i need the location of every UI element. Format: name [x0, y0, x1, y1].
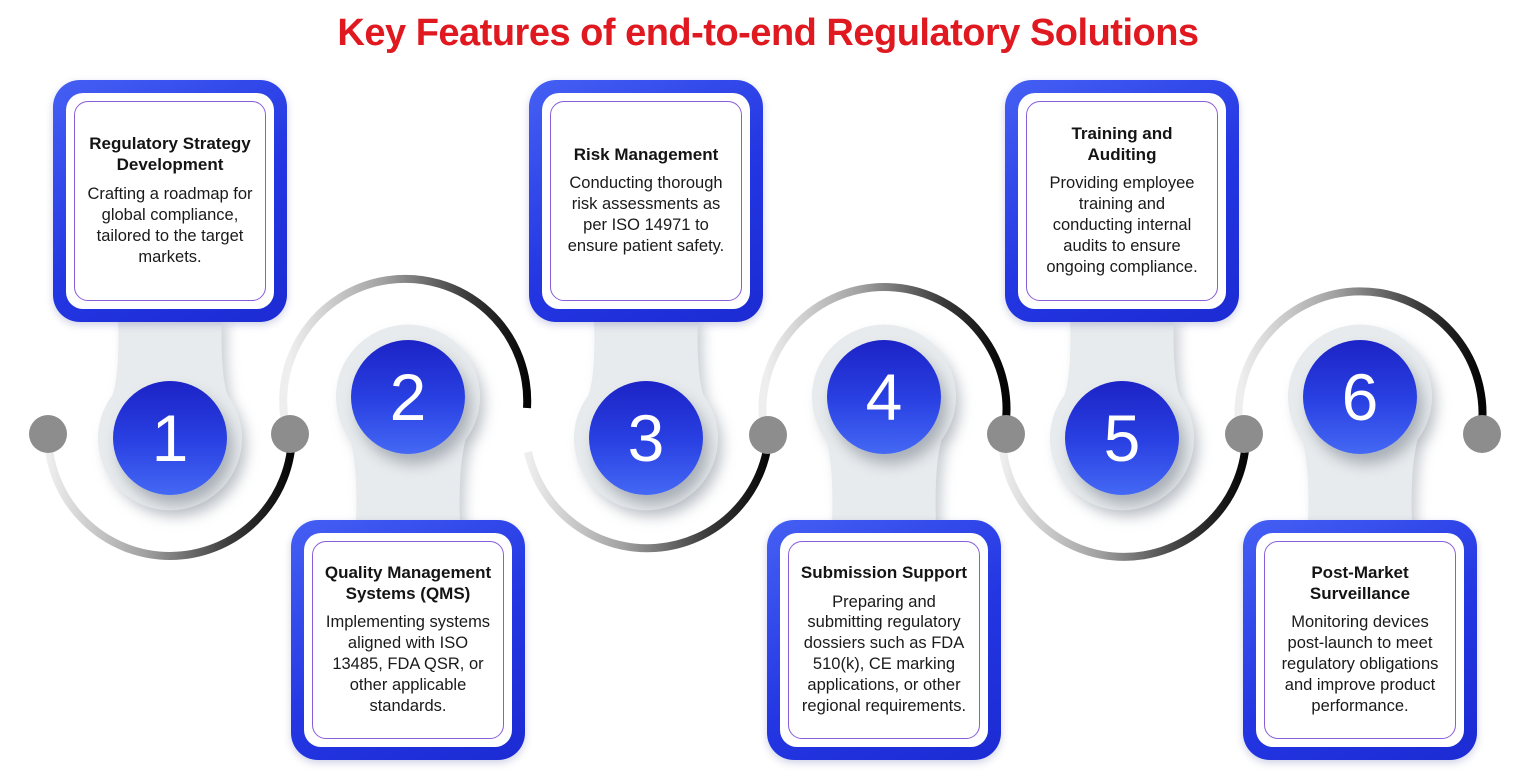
chain-arc-6 [1234, 287, 1487, 439]
chain-arc-4 [758, 283, 1011, 439]
step-card-description: Preparing and submitting regulatory doss… [801, 592, 967, 716]
step-circle-1: 1 [113, 381, 227, 495]
page-title: Key Features of end-to-end Regulatory So… [337, 12, 1199, 54]
step-circle-6: 6 [1303, 340, 1417, 454]
step-number: 3 [627, 401, 665, 475]
step-number: 1 [151, 401, 189, 475]
step-card-description: Monitoring devices post-launch to meet r… [1281, 613, 1439, 716]
step-card-title: Post-Market Surveillance [1309, 562, 1411, 603]
chain-arc-2 [279, 274, 532, 443]
step-card-title: Training and Auditing [1071, 123, 1173, 164]
card-border: Quality Management Systems (QMS) Impleme… [312, 541, 504, 739]
chain-dot-1 [29, 415, 67, 453]
card-inner: Training and Auditing Providing employee… [1018, 93, 1226, 309]
step-card-6: Post-Market Surveillance Monitoring devi… [1243, 520, 1477, 760]
step-card-1: Regulatory Strategy Development Crafting… [53, 80, 287, 322]
chain-dot-3 [749, 416, 787, 454]
card-inner: Risk Management Conducting thorough risk… [542, 93, 750, 309]
chain-dot-4 [987, 415, 1025, 453]
chain-arc-5 [998, 434, 1250, 561]
card-border: Training and Auditing Providing employee… [1026, 101, 1218, 301]
step-card-title: Regulatory Strategy Development [89, 134, 251, 175]
chain-arc-1 [44, 433, 296, 560]
step-card-description: Implementing systems aligned with ISO 13… [325, 613, 491, 716]
step-card-description: Crafting a roadmap for global compliance… [87, 184, 253, 266]
step-number: 6 [1341, 360, 1379, 434]
step-circle-5: 5 [1065, 381, 1179, 495]
chain-dot-5 [1225, 415, 1263, 453]
step-number: 4 [865, 360, 903, 434]
chain-dot-2 [271, 415, 309, 453]
chain-dot-6 [1463, 415, 1501, 453]
step-circle-2: 2 [351, 340, 465, 454]
card-border: Regulatory Strategy Development Crafting… [74, 101, 266, 301]
step-card-title: Submission Support [800, 562, 968, 582]
step-card-4: Submission Support Preparing and submitt… [767, 520, 1001, 760]
step-circle-3: 3 [589, 381, 703, 495]
step-card-description: Providing employee training and conducti… [1046, 174, 1198, 277]
step-circle-4: 4 [827, 340, 941, 454]
step-number: 2 [389, 360, 427, 434]
card-inner: Regulatory Strategy Development Crafting… [66, 93, 274, 309]
step-card-description: Conducting thorough risk assessments as … [567, 174, 725, 256]
step-card-title: Quality Management Systems (QMS) [324, 562, 492, 603]
card-border: Risk Management Conducting thorough risk… [550, 101, 742, 301]
card-inner: Post-Market Surveillance Monitoring devi… [1256, 533, 1464, 747]
card-inner: Quality Management Systems (QMS) Impleme… [304, 533, 512, 747]
card-inner: Submission Support Preparing and submitt… [780, 533, 988, 747]
card-border: Post-Market Surveillance Monitoring devi… [1264, 541, 1456, 739]
step-card-2: Quality Management Systems (QMS) Impleme… [291, 520, 525, 760]
step-number: 5 [1103, 401, 1141, 475]
step-card-3: Risk Management Conducting thorough risk… [529, 80, 763, 322]
chain-arc-3 [524, 433, 773, 553]
card-border: Submission Support Preparing and submitt… [788, 541, 980, 739]
step-card-title: Risk Management [573, 144, 719, 164]
step-card-5: Training and Auditing Providing employee… [1005, 80, 1239, 322]
